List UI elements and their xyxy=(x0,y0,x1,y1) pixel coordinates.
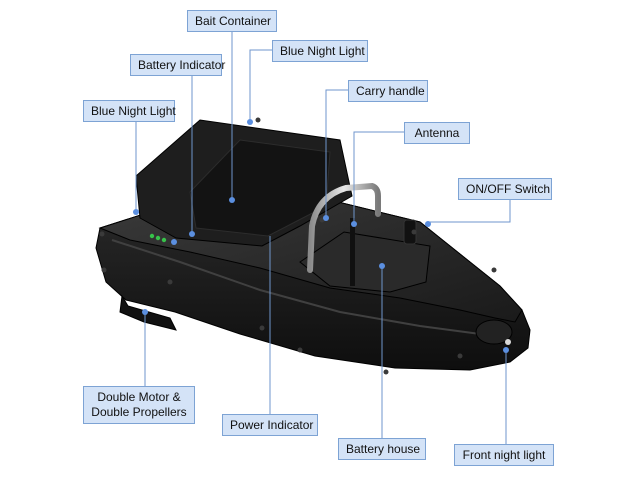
label-carry-handle: Carry handle xyxy=(348,80,428,102)
marker-power-indicator xyxy=(171,239,177,245)
carry-handle-shape xyxy=(307,182,381,273)
marker-dots xyxy=(133,119,509,353)
label-blue-night-light-left: Blue Night Light xyxy=(83,100,176,122)
marker-battery-house xyxy=(379,263,385,269)
label-power-indicator: Power Indicator xyxy=(222,414,318,436)
front-light-led xyxy=(505,339,511,345)
front-light-housing xyxy=(475,319,513,345)
label-bait-container: Bait Container xyxy=(187,10,277,32)
battery-house-lid xyxy=(299,231,431,293)
label-antenna: Antenna xyxy=(404,122,470,144)
battery-led-1 xyxy=(149,233,155,239)
battery-led-3 xyxy=(161,237,167,243)
marker-motor xyxy=(142,309,148,315)
antenna-shape xyxy=(350,218,355,286)
marker-carry-handle xyxy=(323,215,329,221)
leader-lines xyxy=(135,20,511,446)
marker-blue-light-left xyxy=(133,209,139,215)
motor-bracket xyxy=(119,294,177,331)
marker-antenna xyxy=(351,221,357,227)
battery-led-2 xyxy=(155,235,161,241)
label-double-motor: Double Motor & Double Propellers xyxy=(83,386,195,424)
marker-blue-light-top xyxy=(247,119,253,125)
bait-boat xyxy=(95,117,531,375)
label-blue-night-light-top: Blue Night Light xyxy=(272,40,368,62)
marker-bait-container xyxy=(229,197,235,203)
label-front-night-light: Front night light xyxy=(454,444,554,466)
marker-front-light xyxy=(503,347,509,353)
label-battery-house: Battery house xyxy=(338,438,426,460)
marker-battery-indicator xyxy=(189,231,195,237)
label-on-off-switch: ON/OFF Switch xyxy=(458,178,552,200)
hull-screws xyxy=(99,117,497,375)
label-battery-indicator: Battery Indicator xyxy=(130,54,225,76)
marker-switch xyxy=(425,221,431,227)
